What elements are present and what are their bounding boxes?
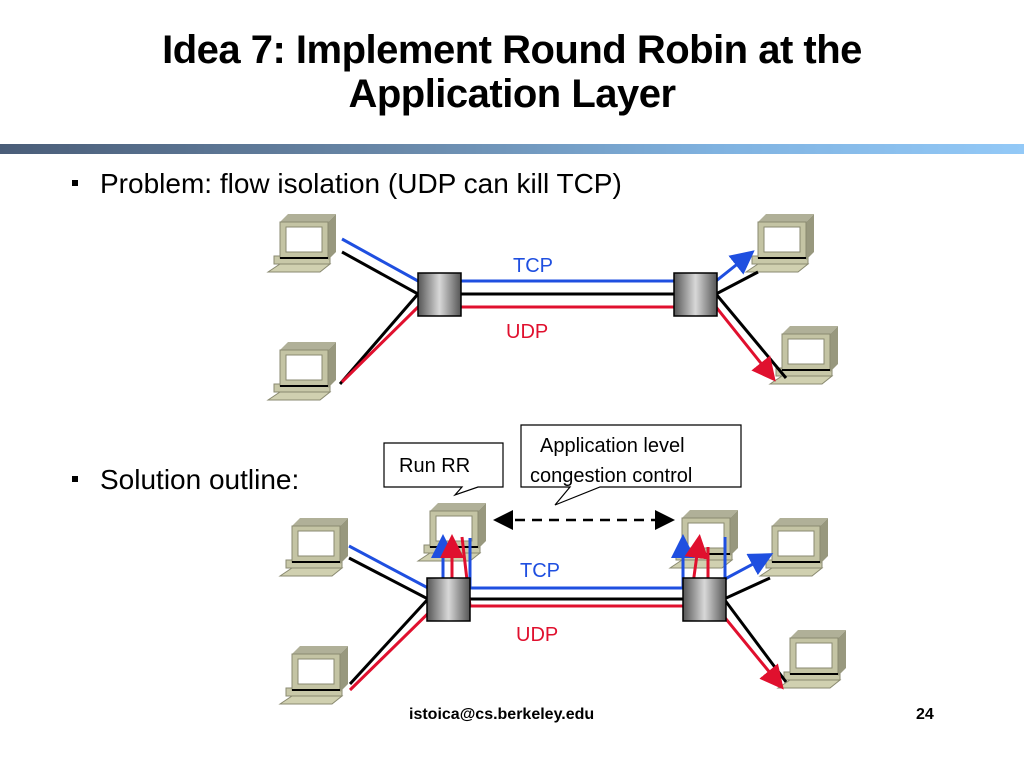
callout-run-rr	[383, 442, 504, 497]
title-line-1: Idea 7: Implement Round Robin at the	[162, 28, 862, 72]
udp-flow-line	[340, 305, 776, 384]
host-icon	[279, 645, 349, 705]
title-line-2: Application Layer	[348, 72, 676, 116]
page-number: 24	[916, 706, 934, 723]
slide-title: Idea 7: Implement Round Robin at the App…	[0, 28, 1024, 116]
tcp-label: TCP	[520, 560, 560, 582]
link-line	[714, 293, 788, 379]
app-host-icon	[669, 509, 739, 569]
bullet-marker-icon	[72, 475, 78, 482]
host-icon	[777, 629, 847, 689]
footer-email: istoica@cs.berkeley.edu	[409, 706, 595, 723]
link-line	[348, 556, 684, 601]
top-diagram: TCP UDP	[267, 213, 839, 401]
link-line	[723, 576, 771, 601]
host-icon	[769, 325, 839, 385]
title-divider	[0, 144, 1024, 154]
udp-label: UDP	[506, 321, 548, 343]
bullet-solution: Solution outline:	[72, 464, 299, 496]
link-line	[338, 293, 420, 385]
bullet-problem: Problem: flow isolation (UDP can kill TC…	[72, 168, 622, 200]
udp-flow-line	[460, 534, 709, 608]
host-icon	[267, 213, 337, 273]
link-line	[341, 250, 678, 296]
host-icon	[267, 341, 337, 401]
callout-congestion-control	[520, 424, 742, 506]
link-line	[348, 597, 430, 686]
router-icon	[426, 577, 471, 622]
link-line	[722, 598, 788, 683]
tcp-flow-line	[468, 534, 695, 590]
host-icon	[279, 517, 349, 577]
tcp-flow-line	[341, 237, 755, 283]
tcp-label: TCP	[513, 255, 553, 277]
link-line	[715, 270, 759, 296]
callout-run-rr-text: Run RR	[399, 455, 470, 477]
bullet-text: Problem: flow isolation (UDP can kill TC…	[100, 168, 622, 199]
host-icon	[759, 517, 829, 577]
callout-text-line-2: congestion control	[530, 465, 692, 487]
callout-text-line-1: Application level	[540, 435, 685, 457]
router-icon	[682, 577, 727, 622]
router-icon	[417, 272, 462, 317]
router-icon	[673, 272, 718, 317]
host-icon	[745, 213, 815, 273]
bullet-text: Solution outline:	[100, 464, 300, 495]
udp-label: UDP	[516, 624, 558, 646]
bullet-marker-icon	[72, 179, 78, 186]
bottom-diagram: Run RR Application level congestion cont…	[279, 424, 847, 705]
